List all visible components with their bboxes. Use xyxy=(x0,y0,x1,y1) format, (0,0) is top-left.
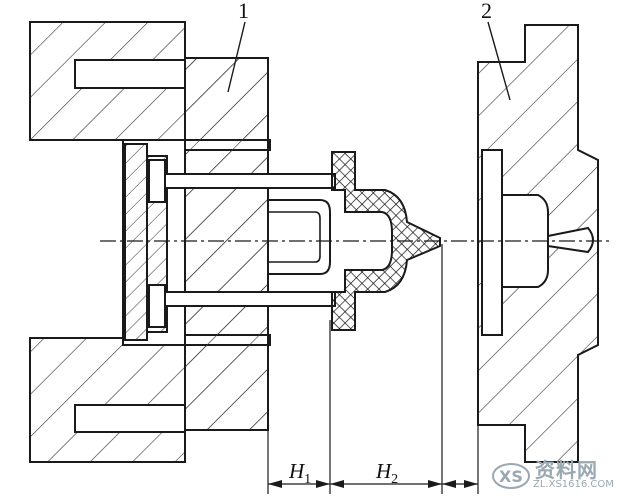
svg-text:XS: XS xyxy=(499,467,523,486)
locating-ring xyxy=(481,149,503,336)
plate-1-body xyxy=(184,57,269,431)
arrow-h1-right xyxy=(316,480,330,488)
arrow-h2-right xyxy=(428,480,442,488)
part-label-2: 2 xyxy=(481,0,492,23)
ejector-plate xyxy=(124,143,148,341)
dim-label-h1: H1 xyxy=(288,459,311,487)
core-insert xyxy=(267,199,331,275)
left-clamp-plate-upper xyxy=(29,21,186,141)
dim-h2-sub: 2 xyxy=(391,472,398,487)
ejector-pin-upper xyxy=(164,173,336,189)
watermark-text: 资料网 xyxy=(535,458,598,482)
watermark-url: ZL.XS1616.COM xyxy=(533,479,614,490)
leader-1 xyxy=(227,21,246,93)
dim-h1-letter: H xyxy=(288,459,306,483)
arrow-h2-left xyxy=(330,480,344,488)
dim-h2-letter: H xyxy=(375,459,393,483)
watermark-logo-icon: XS xyxy=(492,463,530,489)
arrow-h1-left xyxy=(268,480,282,488)
ejector-pin-head-lower xyxy=(148,284,166,328)
arrow-gap-left xyxy=(442,480,456,488)
ejector-pin-head-upper xyxy=(148,159,166,203)
ejector-pin-lower xyxy=(164,291,336,307)
core-insert-inner xyxy=(268,211,321,263)
dim-label-h2: H2 xyxy=(375,459,398,487)
dim-h1-sub: 1 xyxy=(304,472,311,487)
molded-part xyxy=(331,151,441,331)
left-clamp-plate-lower xyxy=(29,337,186,463)
watermark: XS 资料网 ZL.XS1616.COM xyxy=(489,452,619,496)
part-label-1: 1 xyxy=(238,0,249,23)
arrow-gap-right xyxy=(464,480,478,488)
leader-2 xyxy=(487,21,511,101)
